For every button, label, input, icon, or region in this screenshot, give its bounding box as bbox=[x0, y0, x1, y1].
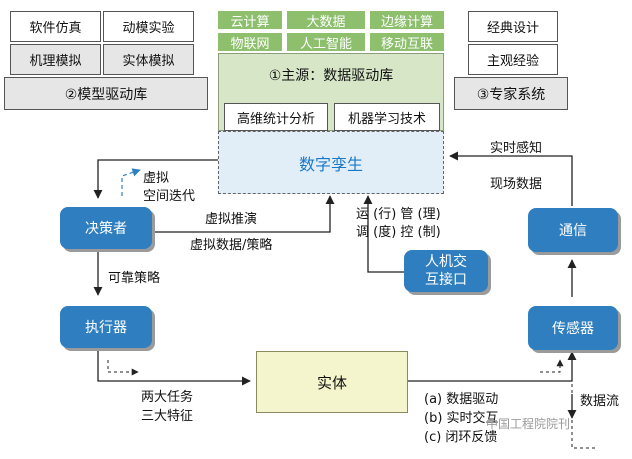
arrow-actuator-to-entity bbox=[97, 348, 251, 386]
tag-ai: 人工智能 bbox=[287, 33, 365, 52]
expert-system-label: ③专家系统 bbox=[454, 77, 568, 110]
label-data-flow: 数据流 bbox=[580, 394, 620, 409]
virtual-iteration-loop bbox=[121, 168, 141, 196]
label-field-data: 现场数据 bbox=[490, 177, 543, 192]
decision-maker-node: 决策者 bbox=[60, 207, 152, 249]
label-operation-management: 运 (行) 管 (理) bbox=[356, 207, 441, 222]
tag-big-data: 大数据 bbox=[287, 11, 365, 30]
label-dispatch-control: 调 (度) 控 (制) bbox=[356, 225, 441, 240]
label-reliable-strategy: 可靠策略 bbox=[108, 271, 161, 286]
entity-box: 实体 bbox=[256, 351, 408, 413]
label-three-features: 三大特征 bbox=[141, 409, 194, 424]
label-space-iteration: 空间迭代 bbox=[143, 189, 196, 204]
label-virtual-deduction: 虚拟推演 bbox=[205, 212, 258, 227]
label-virtual-data-strategy: 虚拟数据/策略 bbox=[190, 238, 273, 253]
tag-cloud-computing: 云计算 bbox=[218, 11, 282, 30]
feature-closed-loop-feedback: (c) 闭环反馈 bbox=[424, 430, 498, 445]
model-driven-library-label: ②模型驱动库 bbox=[4, 77, 208, 110]
data-flow-loop bbox=[571, 384, 596, 449]
arrow-decision-to-twin bbox=[154, 195, 335, 233]
watermark-journal: 中国工程院院刊 bbox=[486, 417, 571, 431]
arrow-hmi-to-twin bbox=[363, 195, 404, 273]
sensor-node: 传感器 bbox=[528, 306, 618, 350]
machine-learning-box: 机器学习技术 bbox=[334, 103, 440, 131]
hmi-node: 人机交 互接口 bbox=[404, 250, 488, 292]
feature-data-driven: (a) 数据驱动 bbox=[424, 392, 499, 407]
expert-cell-subjective-exp: 主观经验 bbox=[468, 44, 558, 75]
label-two-tasks: 两大任务 bbox=[141, 390, 194, 405]
high-dim-stats-box: 高维统计分析 bbox=[224, 103, 328, 131]
arrow-entity-to-sensor bbox=[408, 351, 577, 382]
digital-twin-box: 数字孪生 bbox=[218, 131, 444, 194]
model-cell-physical-sim: 实体模拟 bbox=[103, 44, 194, 75]
tag-iot: 物联网 bbox=[218, 33, 282, 52]
label-virtual: 虚拟 bbox=[143, 171, 170, 186]
communication-node: 通信 bbox=[528, 208, 618, 252]
expert-cell-classic-design: 经典设计 bbox=[468, 11, 558, 42]
data-driven-library-label: ①主源：数据驱动库 bbox=[268, 68, 394, 84]
arrow-comm-to-twin bbox=[449, 151, 573, 206]
model-cell-software-sim: 软件仿真 bbox=[10, 11, 101, 42]
arrow-twin-to-decision bbox=[93, 159, 218, 199]
label-realtime-sensing: 实时感知 bbox=[490, 141, 543, 156]
dashed-arrow-sensor bbox=[540, 359, 564, 373]
tag-mobile-internet: 移动互联 bbox=[370, 33, 444, 52]
tag-edge-computing: 边缘计算 bbox=[370, 11, 444, 30]
dashed-arrow-actuator bbox=[107, 360, 139, 376]
model-cell-dynamic-test: 动模实验 bbox=[103, 11, 194, 42]
actuator-node: 执行器 bbox=[60, 306, 152, 348]
feature-realtime-interaction: (b) 实时交互 bbox=[424, 411, 499, 426]
model-cell-mechanism-sim: 机理模拟 bbox=[10, 44, 101, 75]
